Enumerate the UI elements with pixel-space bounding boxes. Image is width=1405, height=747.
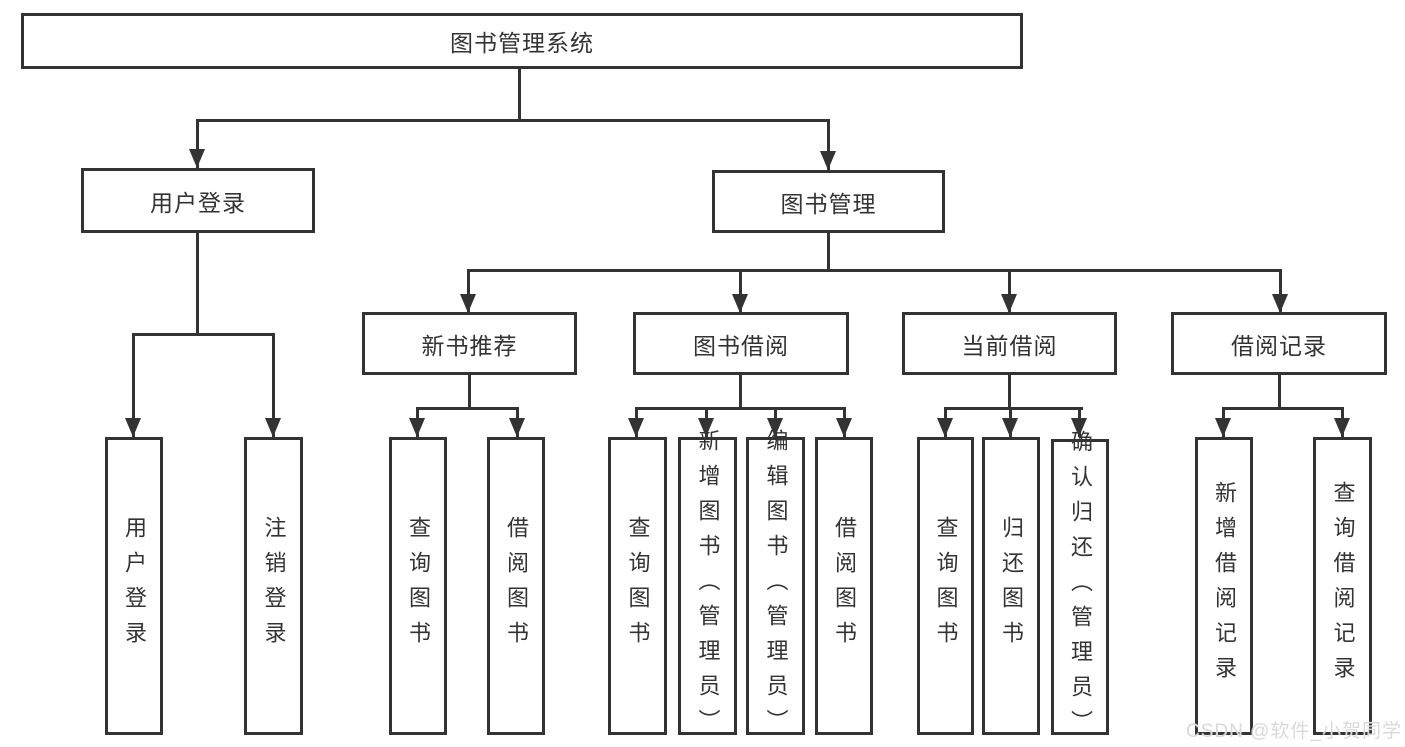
connector-arrow-leaf [937,407,953,437]
leaf-node-query-books-current: 查询图书 [917,437,974,735]
leaf-label: 新增借阅记录 [1212,481,1237,691]
node-current-borrow: 当前借阅 [902,312,1117,375]
connector-borrow-stem [739,375,742,410]
node-book-mgmt: 图书管理 [712,170,945,233]
connector-arrow-leaf [1071,407,1087,437]
leaf-node-query-books: 查询图书 [608,437,667,735]
leaf-label: 新增图书（管理员） [695,428,721,744]
leaf-node-return-books: 归还图书 [982,437,1040,735]
connector-arrow-user-login [189,119,205,168]
leaf-node-borrow-books: 借阅图书 [815,437,873,735]
leaf-label: 归还图书 [999,516,1024,656]
leaf-label: 查询借阅记录 [1330,481,1356,691]
connector-newbook-stem [468,375,471,410]
leaf-node-edit-books-admin: 编辑图书（管理员） [746,429,805,744]
leaf-label: 确认归还（管理员） [1068,429,1093,745]
connector-current-stem [1008,375,1011,410]
node-label: 图书管理 [780,190,877,217]
node-label: 借阅记录 [1231,332,1327,359]
connector-arrow-leaf [1334,407,1350,437]
leaf-label: 借阅图书 [504,516,529,656]
connector-records-stem [1278,375,1281,410]
leaf-label: 用户登录 [122,516,147,656]
node-user-login: 用户登录 [81,168,315,233]
connector-arrow-leaf [1215,407,1231,437]
node-label: 用户登录 [150,189,246,216]
node-label: 图书管理系统 [450,30,594,56]
connector-arrow-leaf-login [125,333,141,437]
connector-arrow-leaf [628,407,644,437]
connector-root-bar [196,119,830,122]
node-new-book-rec: 新书推荐 [362,312,577,375]
leaf-node-user-login: 用户登录 [105,437,163,735]
connector-arrow-new-book [460,269,476,313]
node-label: 新书推荐 [421,332,518,359]
connector-current-bar [944,407,1083,410]
connector-arrow-leaf-logout [265,333,281,437]
connector-arrow-book-mgmt [820,119,836,170]
node-book-borrow: 图书借阅 [633,312,849,375]
leaf-node-logout: 注销登录 [244,437,303,735]
node-label: 当前借阅 [961,332,1058,359]
connector-arrow-leaf [836,407,852,437]
leaf-node-add-books-admin: 新增图书（管理员） [678,429,737,744]
leaf-label: 注销登录 [261,516,287,656]
csdn-watermark: CSDN @软件_小贺同学 [1186,721,1402,742]
connector-borrow-bar [635,407,846,410]
node-borrow-records: 借阅记录 [1171,312,1387,375]
connector-arrow-current-borrow [1001,269,1017,313]
connector-arrow-leaf [509,407,525,437]
node-label: 图书借阅 [693,332,789,359]
connector-arrow-leaf [409,407,425,437]
leaf-label: 查询图书 [625,516,651,656]
connector-newbook-bar [416,407,519,410]
leaf-node-query-borrow-record: 查询借阅记录 [1313,437,1372,735]
leaf-label: 编辑图书（管理员） [763,428,789,744]
connector-arrow-leaf [767,407,783,437]
connector-arrow-leaf [698,407,714,437]
leaf-node-borrow-books-rec: 借阅图书 [487,437,545,735]
leaf-node-confirm-return-admin: 确认归还（管理员） [1051,430,1109,745]
connector-arrow-book-borrow [732,269,748,313]
connector-book-stem [827,233,830,272]
leaf-node-add-borrow-record: 新增借阅记录 [1195,437,1253,735]
connector-user-stem [196,233,199,336]
leaf-label: 借阅图书 [832,516,857,656]
leaf-label: 查询图书 [406,516,431,656]
connector-arrow-borrow-records [1272,269,1288,313]
leaf-node-query-books-rec: 查询图书 [389,437,447,735]
connector-records-bar [1222,407,1344,410]
connector-arrow-leaf [1002,407,1018,437]
connector-root-stem [518,68,521,122]
connector-book-bar [467,269,1282,272]
connector-user-bar [132,333,275,336]
node-library-system: 图书管理系统 [21,13,1023,69]
leaf-label: 查询图书 [933,516,959,656]
